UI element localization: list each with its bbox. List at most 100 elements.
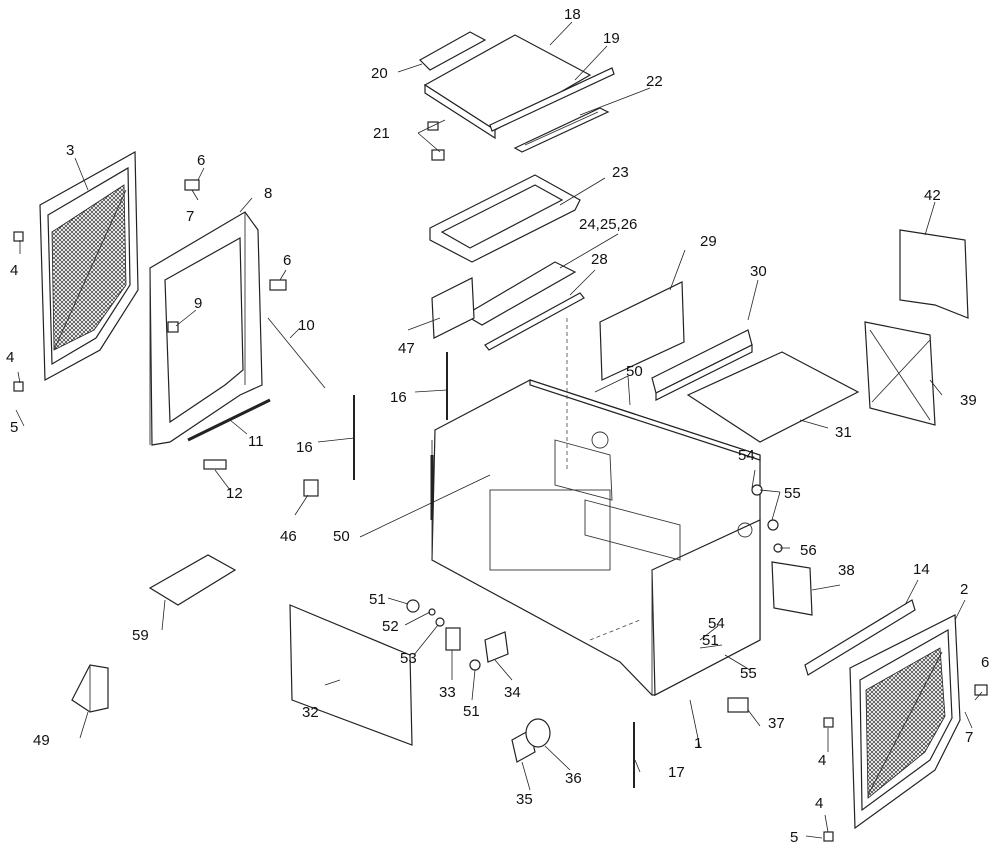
step-49 xyxy=(71,664,109,713)
strip-28 xyxy=(484,292,585,351)
right-door-grille xyxy=(849,614,961,830)
label-49: 49 xyxy=(33,732,50,749)
plate-37 xyxy=(727,697,749,713)
label-10: 10 xyxy=(298,317,315,334)
label-6a: 6 xyxy=(197,152,205,169)
label-20: 20 xyxy=(371,65,388,82)
label-31: 31 xyxy=(835,424,852,441)
label-21: 21 xyxy=(373,125,390,142)
label-52: 52 xyxy=(382,618,399,635)
label-1: 1 xyxy=(694,735,702,752)
label-38: 38 xyxy=(838,562,855,579)
label-46: 46 xyxy=(280,528,297,545)
label-55a: 55 xyxy=(784,485,801,502)
label-2: 2 xyxy=(960,581,968,598)
label-54a: 54 xyxy=(738,447,755,464)
label-59: 59 xyxy=(132,627,149,644)
hinge-6c xyxy=(974,684,988,696)
label-56: 56 xyxy=(800,542,817,559)
washer-53 xyxy=(435,617,445,627)
label-6b: 6 xyxy=(283,252,291,269)
label-37: 37 xyxy=(768,715,785,732)
label-16b: 16 xyxy=(296,439,313,456)
label-3: 3 xyxy=(66,142,74,159)
latch-4c xyxy=(823,717,834,728)
panel-42 xyxy=(899,229,969,319)
label-53: 53 xyxy=(400,650,417,667)
panel-47 xyxy=(431,277,475,339)
label-12: 12 xyxy=(226,485,243,502)
plate-36 xyxy=(525,718,551,748)
label-50b: 50 xyxy=(333,528,350,545)
seal-strip-11 xyxy=(187,398,271,442)
label-29: 29 xyxy=(700,233,717,250)
label-33: 33 xyxy=(439,684,456,701)
bracket-12 xyxy=(203,459,227,470)
floor-panel-31 xyxy=(686,351,860,443)
bushing-52 xyxy=(428,608,436,616)
bushing-51b xyxy=(469,659,481,671)
grommet-55b xyxy=(767,519,779,531)
bushing-51a xyxy=(406,599,420,613)
label-7a: 7 xyxy=(186,208,194,225)
label-51a: 51 xyxy=(369,591,386,608)
latch-9 xyxy=(167,321,179,333)
label-19: 19 xyxy=(603,30,620,47)
label-7b: 7 xyxy=(965,729,973,746)
label-5b: 5 xyxy=(790,829,798,846)
label-8: 8 xyxy=(264,185,272,202)
plate-33 xyxy=(445,627,461,651)
door-frame xyxy=(149,211,263,446)
label-16a: 16 xyxy=(390,389,407,406)
panel-29 xyxy=(599,281,685,381)
label-23: 23 xyxy=(612,164,629,181)
label-6c: 6 xyxy=(981,654,989,671)
callouts: 3 4 4 5 6 7 8 6 9 10 11 12 20 18 19 21 2… xyxy=(6,6,989,846)
left-latch-upper xyxy=(13,231,24,242)
label-54b: 54 xyxy=(708,615,725,632)
strip-19 xyxy=(489,67,615,132)
label-24-25-26: 24,25,26 xyxy=(579,216,637,233)
plate-24 xyxy=(463,261,577,326)
main-housing xyxy=(431,379,761,696)
label-39: 39 xyxy=(960,392,977,409)
label-51b: 51 xyxy=(463,703,480,720)
panel-38 xyxy=(771,561,813,616)
top-cover-18 xyxy=(423,34,592,140)
panel-39 xyxy=(864,321,936,426)
rail-30 xyxy=(651,329,753,401)
label-22: 22 xyxy=(646,73,663,90)
label-47: 47 xyxy=(398,340,415,357)
label-11: 11 xyxy=(248,433,264,450)
label-28: 28 xyxy=(591,251,608,268)
rod-10 xyxy=(267,317,326,389)
label-55b: 55 xyxy=(740,665,757,682)
side-panel-32 xyxy=(289,604,413,746)
left-door-grille xyxy=(39,150,139,381)
tray-23 xyxy=(429,174,581,263)
label-4d: 4 xyxy=(815,795,823,812)
rail-14 xyxy=(804,599,916,676)
hinge-6b xyxy=(269,279,287,291)
label-51c: 51 xyxy=(702,632,719,649)
label-5a: 5 xyxy=(10,419,18,436)
switch-46 xyxy=(303,479,319,497)
label-35: 35 xyxy=(516,791,533,808)
label-18: 18 xyxy=(564,6,581,23)
label-9: 9 xyxy=(194,295,202,312)
label-34: 34 xyxy=(504,684,521,701)
label-32: 32 xyxy=(302,704,319,721)
label-4b: 4 xyxy=(6,349,14,366)
panel-20 xyxy=(419,31,487,71)
label-50a: 50 xyxy=(626,363,643,380)
leader-lines xyxy=(15,21,983,839)
latch-4d xyxy=(823,831,834,842)
plate-59 xyxy=(148,554,237,606)
label-30: 30 xyxy=(750,263,767,280)
label-42: 42 xyxy=(924,187,941,204)
label-17: 17 xyxy=(668,764,685,781)
label-36: 36 xyxy=(565,770,582,787)
plate-34 xyxy=(484,631,509,663)
